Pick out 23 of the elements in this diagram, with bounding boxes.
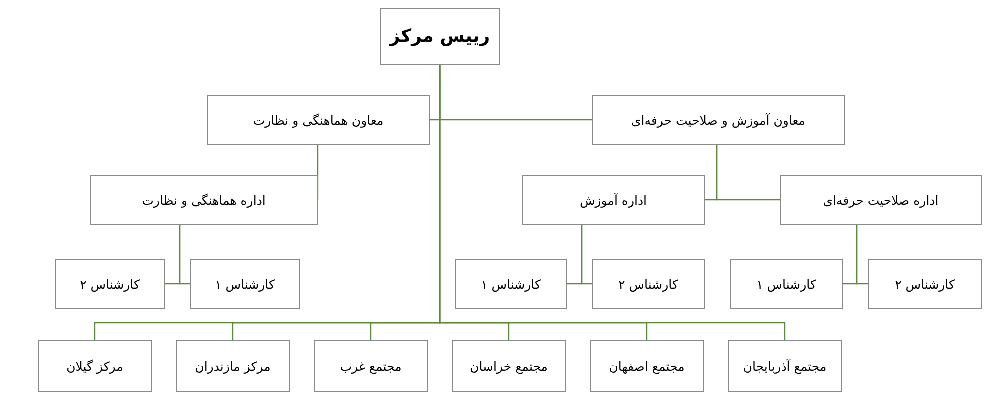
connector-line xyxy=(439,65,786,340)
position-box: معاون آموزش و صلاحیت حرفه‌ای xyxy=(592,95,845,145)
position-box: اداره صلاحیت حرفه‌ای xyxy=(780,175,982,225)
position-box: کارشناس ۲ xyxy=(592,259,705,309)
position-box: اداره آموزش xyxy=(522,175,705,225)
position-box: مرکز گیلان xyxy=(38,340,152,392)
connector-line xyxy=(179,225,190,285)
position-box: کارشناس ۱ xyxy=(730,259,843,309)
position-box: کارشناس ۲ xyxy=(868,259,982,309)
position-box: اداره هماهنگی و نظارت xyxy=(90,175,318,225)
connector-line xyxy=(716,145,780,201)
position-box: مجتمع خراسان xyxy=(452,340,566,392)
position-box: مجتمع اصفهان xyxy=(590,340,704,392)
position-box: کارشناس ۱ xyxy=(455,259,567,309)
position-box: کارشناس ۱ xyxy=(190,259,300,309)
connector-line xyxy=(581,225,592,285)
position-box: کارشناس ۲ xyxy=(55,259,165,309)
position-box: مرکز مازندران xyxy=(176,340,290,392)
position-box: مجتمع غرب xyxy=(314,340,428,392)
position-box: مجتمع آذربایجان xyxy=(728,340,842,392)
head-box: رییس مرکز xyxy=(380,8,500,65)
connector-line xyxy=(856,225,868,285)
position-box: معاون هماهنگی و نظارت xyxy=(207,95,430,145)
